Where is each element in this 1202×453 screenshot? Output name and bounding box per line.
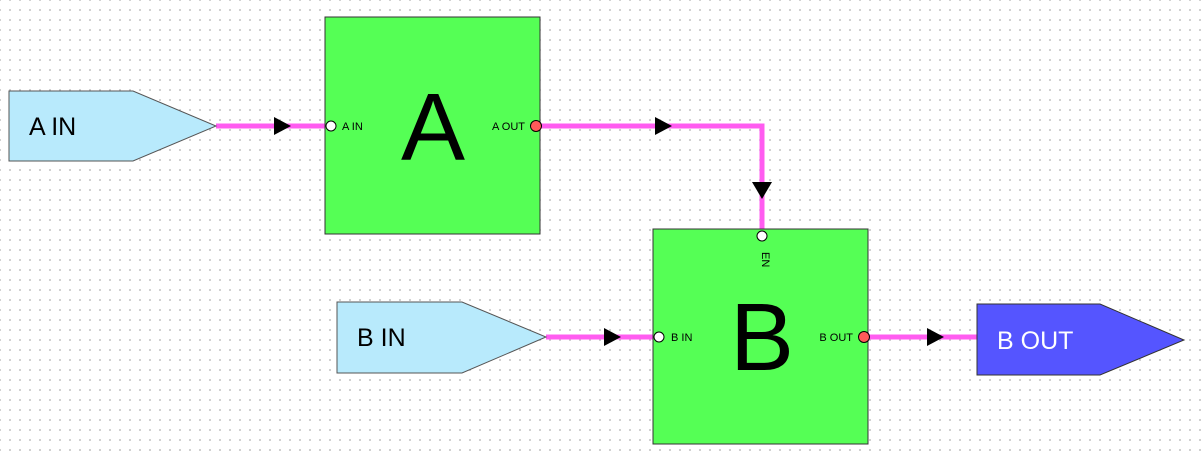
wire-arrows [274, 117, 944, 346]
arrow-down-icon [752, 182, 772, 199]
input-terminal-label: A IN [29, 113, 76, 141]
arrow-right-icon [274, 117, 291, 135]
block-a[interactable]: A A IN A OUT [324, 16, 542, 235]
block-body [652, 228, 869, 445]
input-terminal-a-in[interactable]: A IN [8, 90, 218, 162]
block-title: A [401, 74, 465, 181]
port-label: A OUT [492, 121, 525, 133]
output-terminal-label: B OUT [997, 327, 1073, 355]
port-label: B IN [671, 332, 692, 344]
input-terminal-shape [336, 301, 548, 374]
input-port-b-in[interactable] [653, 331, 665, 343]
output-port-a-out[interactable] [530, 120, 542, 132]
enable-port-en[interactable] [756, 230, 768, 242]
wire-block-a-to-block-b-en[interactable] [536, 123, 765, 231]
output-port-b-out[interactable] [858, 331, 870, 343]
port-label: A IN [342, 121, 363, 133]
arrow-right-icon [655, 117, 672, 135]
block-title: B [730, 284, 794, 391]
input-terminal-shape [8, 90, 218, 162]
arrow-right-icon [604, 328, 621, 346]
port-label: B OUT [819, 332, 853, 344]
block-b[interactable]: B EN B IN B OUT [652, 228, 870, 445]
input-port-a-in[interactable] [325, 120, 337, 132]
input-terminal-label: B IN [357, 324, 406, 352]
arrow-right-icon [927, 328, 944, 346]
port-label: EN [759, 252, 771, 267]
output-terminal-shape [976, 303, 1186, 376]
output-terminal-b-out[interactable]: B OUT [976, 303, 1186, 376]
block-body [324, 16, 541, 235]
input-terminal-b-in[interactable]: B IN [336, 301, 548, 374]
